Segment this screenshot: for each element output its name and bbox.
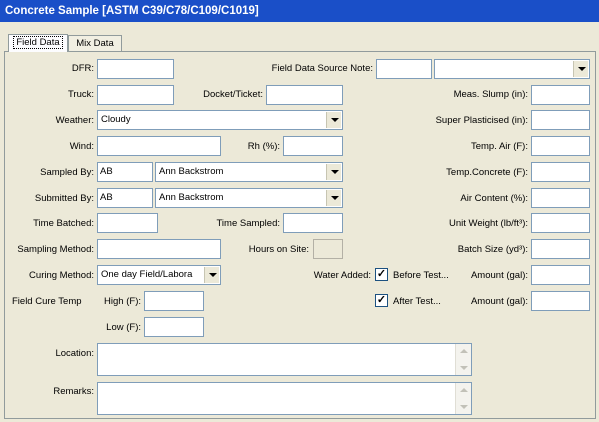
remarks-label: Remarks: [53,386,94,397]
sampled-by-select-value: Ann Backstrom [159,166,224,177]
sampling-method-label: Sampling Method: [17,244,94,255]
field-cure-temp-label: Field Cure Temp [12,296,82,307]
location-textarea[interactable] [97,343,472,376]
before-test-checkbox[interactable]: ✓ [375,268,388,281]
before-test-label: Before Test... [393,270,449,281]
scroll-up-icon[interactable] [456,344,471,358]
curing-method-label: Curing Method: [29,270,94,281]
hours-on-site-input [313,239,343,259]
batch-size-input[interactable] [531,239,590,259]
scroll-down-icon[interactable] [456,400,471,414]
chevron-down-icon[interactable] [204,267,219,283]
unit-weight-label: Unit Weight (lb/ft³): [448,218,528,229]
low-temp-input[interactable] [144,317,204,337]
wind-input[interactable] [97,136,221,156]
air-content-input[interactable] [531,188,590,208]
after-test-label: After Test... [393,296,441,307]
submitted-by-code-input[interactable]: AB [97,188,153,208]
weather-select-value: Cloudy [101,114,131,125]
sampled-by-select[interactable]: Ann Backstrom [155,162,343,182]
hours-on-site-label: Hours on Site: [248,244,309,255]
truck-input[interactable] [97,85,174,105]
dfr-input[interactable] [97,59,174,79]
docket-label: Docket/Ticket: [203,89,263,100]
tab-mix-data[interactable]: Mix Data [68,35,122,52]
temp-concrete-input[interactable] [531,162,590,182]
batch-size-label: Batch Size (yd³): [457,244,528,255]
rh-input[interactable] [283,136,343,156]
chevron-down-icon[interactable] [326,190,341,206]
scroll-up-icon[interactable] [456,383,471,397]
tab-field-data-label: Field Data [13,36,63,49]
chevron-down-icon[interactable] [326,112,341,128]
air-content-label: Air Content (%): [460,193,528,204]
rh-label: Rh (%): [247,141,280,152]
sampling-method-input[interactable] [97,239,221,259]
low-temp-label: Low (F): [106,322,141,333]
source-note-label: Field Data Source Note: [271,63,373,74]
remarks-textarea[interactable] [97,382,472,415]
source-note-input[interactable] [376,59,432,79]
wind-label: Wind: [69,141,94,152]
curing-method-select[interactable]: One day Field/Labora [97,265,221,285]
meas-slump-input[interactable] [531,85,590,105]
tab-mix-data-label: Mix Data [76,38,114,49]
sampled-by-label: Sampled By: [40,167,94,178]
location-label: Location: [55,348,94,359]
time-batched-input[interactable] [97,213,158,233]
weather-select[interactable]: Cloudy [97,110,343,130]
after-test-checkbox[interactable]: ✓ [375,294,388,307]
time-batched-label: Time Batched: [33,218,94,229]
super-plasticised-input[interactable] [531,110,590,130]
water-added-label: Water Added: [313,270,371,281]
high-temp-input[interactable] [144,291,204,311]
dfr-label: DFR: [71,63,94,74]
submitted-by-label: Submitted By: [34,193,94,204]
window-title: Concrete Sample [ASTM C39/C78/C109/C1019… [0,0,599,22]
meas-slump-label: Meas. Slump (in): [453,89,528,100]
amount-after-input[interactable] [531,291,590,311]
submitted-by-select-value: Ann Backstrom [159,192,224,203]
temp-air-label: Temp. Air (F): [470,141,528,152]
temp-air-input[interactable] [531,136,590,156]
amount-after-label: Amount (gal): [470,296,528,307]
location-scrollbar[interactable] [455,344,471,375]
scroll-down-icon[interactable] [456,361,471,375]
truck-label: Truck: [67,89,94,100]
sampled-by-code-input[interactable]: AB [97,162,153,182]
weather-label: Weather: [55,115,94,126]
amount-before-label: Amount (gal): [470,270,528,281]
time-sampled-label: Time Sampled: [216,218,280,229]
unit-weight-input[interactable] [531,213,590,233]
docket-input[interactable] [266,85,343,105]
chevron-down-icon[interactable] [326,164,341,180]
remarks-scrollbar[interactable] [455,383,471,414]
high-temp-label: High (F): [104,296,141,307]
curing-method-select-value: One day Field/Labora [101,269,193,280]
submitted-by-select[interactable]: Ann Backstrom [155,188,343,208]
temp-concrete-label: Temp.Concrete (F): [446,167,528,178]
chevron-down-icon[interactable] [573,61,588,77]
super-plasticised-label: Super Plasticised (in): [435,115,528,126]
amount-before-input[interactable] [531,265,590,285]
time-sampled-input[interactable] [283,213,343,233]
source-note-select[interactable] [434,59,590,79]
tab-field-data[interactable]: Field Data [8,34,68,52]
